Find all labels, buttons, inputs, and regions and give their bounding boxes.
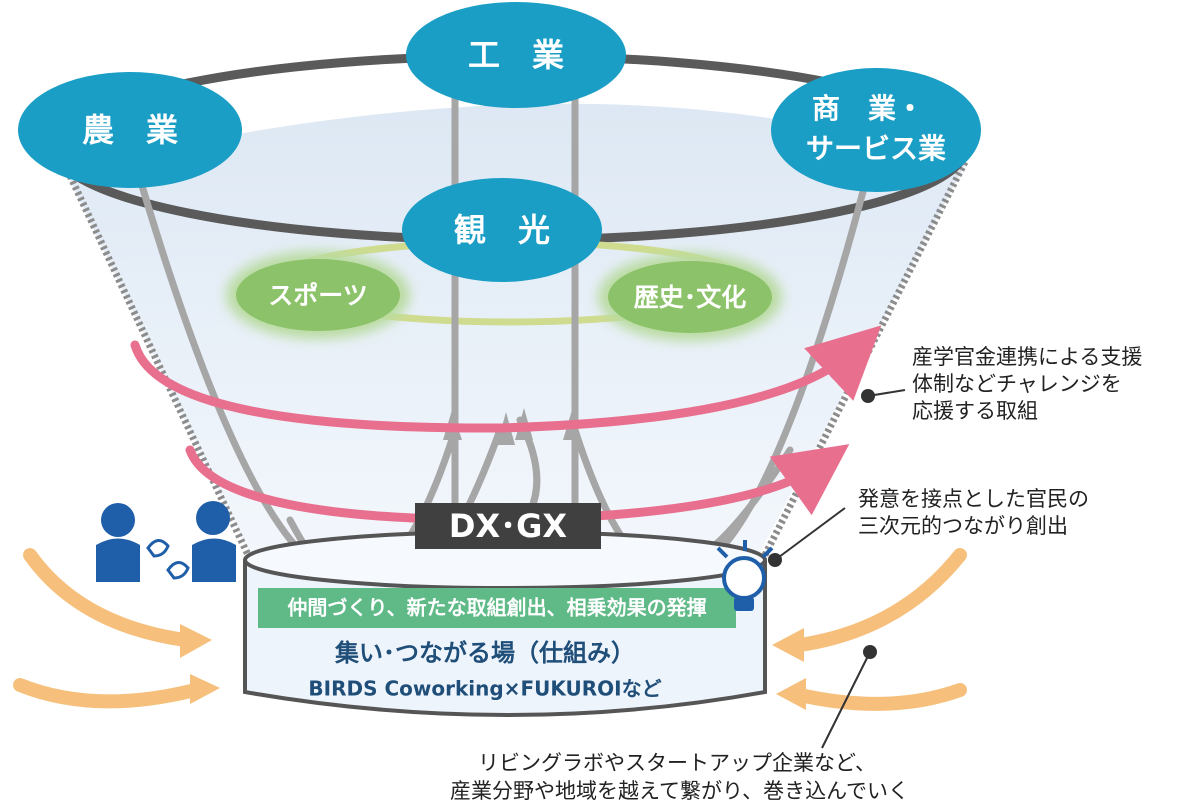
svg-text:サービス業: サービス業 — [806, 132, 946, 165]
callout-connection-line1: 発意を接点とした官民の — [858, 487, 1089, 511]
callout-connection-line2: 三次元的つながり創出 — [858, 514, 1068, 538]
svg-text:工 業: 工 業 — [468, 36, 564, 74]
callout-bottom-line2: 産業分野や地域を越えて繋がり、巻き込んでいく — [450, 779, 909, 803]
callout-dots — [768, 389, 877, 659]
base-subtitle: BIRDS Coworking×FUKUROIなど — [308, 677, 661, 701]
inflow-arrowheads — [180, 624, 806, 710]
svg-text:DX･GX: DX･GX — [449, 507, 568, 545]
callout-support-line1: 産学官金連携による支援 — [912, 345, 1142, 369]
sector-tourism: 観 光 — [402, 178, 602, 282]
people-meeting-icon — [96, 501, 236, 582]
sub-item-sports: スポーツ — [226, 251, 410, 339]
svg-text:仲間づくり、新たな取組創出、相乗効果の発揮: 仲間づくり、新たな取組創出、相乗効果の発揮 — [287, 596, 706, 620]
sector-commerce: 商 業・ サービス業 — [771, 68, 981, 192]
svg-text:商 業・: 商 業・ — [812, 92, 924, 125]
lightbulb-icon — [716, 540, 774, 611]
sub-item-history-culture: 歴史･文化 — [598, 253, 782, 341]
inflow-arrows — [13, 548, 967, 711]
base-title: 集い･つながる場（仕組み） — [334, 639, 635, 667]
svg-text:歴史･文化: 歴史･文化 — [634, 283, 747, 312]
funnel-body — [65, 103, 965, 552]
callout-support-line3: 応援する取組 — [912, 399, 1038, 423]
callout-support-line2: 体制などチャレンジを — [912, 372, 1122, 396]
callout-bottom-line1: リビングラボやスタートアップ企業など、 — [478, 751, 876, 775]
sector-industry: 工 業 — [406, 2, 626, 108]
dx-gx-label: DX･GX — [415, 503, 601, 549]
svg-text:スポーツ: スポーツ — [268, 281, 368, 310]
svg-text:観 光: 観 光 — [454, 211, 550, 249]
base-banner: 仲間づくり、新たな取組創出、相乗効果の発揮 — [258, 588, 736, 628]
sector-agriculture: 農 業 — [18, 72, 242, 188]
svg-text:農 業: 農 業 — [82, 111, 178, 149]
